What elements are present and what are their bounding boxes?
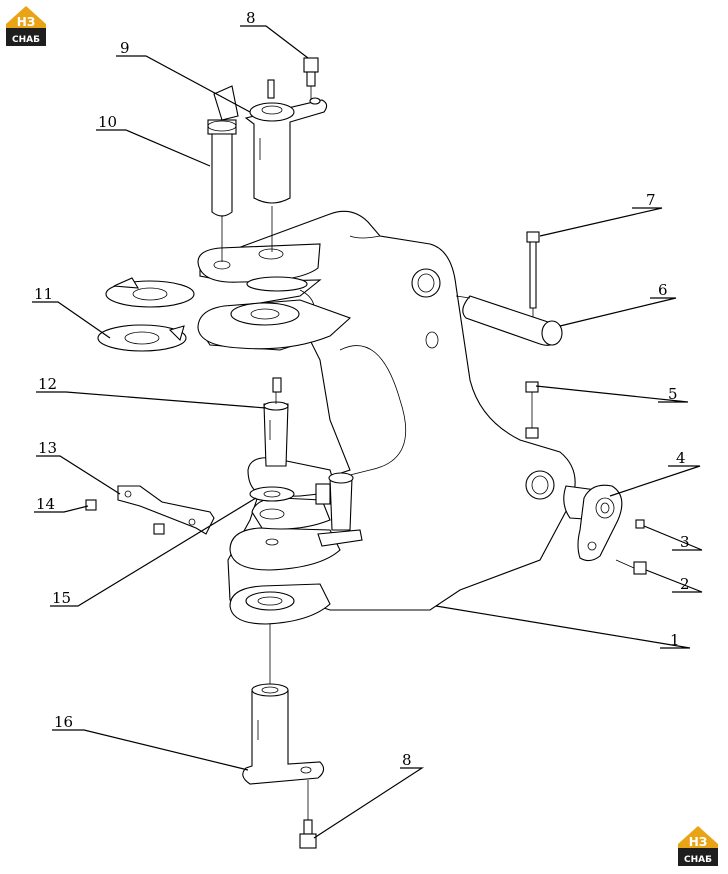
- callout-6: 6: [658, 281, 668, 299]
- callout-4: 4: [676, 449, 686, 467]
- callout-10: 10: [98, 113, 117, 131]
- callout-15: 15: [52, 589, 71, 607]
- nut-part-5: [525, 381, 539, 439]
- pin-part-6: [455, 295, 563, 346]
- logo-top-left: НЗ СНАБ: [6, 6, 46, 46]
- bolt-part-2: [615, 559, 647, 575]
- pin-part-4: [563, 484, 623, 562]
- lower-ear-plates: [229, 457, 341, 625]
- callout-11: 11: [34, 285, 53, 303]
- callout-16: 16: [54, 713, 73, 731]
- callout-5: 5: [668, 385, 678, 403]
- washer-part-3: [635, 519, 645, 529]
- logo-bottom-right: НЗ СНАБ: [678, 826, 718, 866]
- callout-13: 13: [38, 439, 57, 457]
- bolt-part-8-bottom: [299, 780, 317, 849]
- callout-8-bottom: 8: [402, 751, 412, 769]
- bolt-part-14: [85, 499, 165, 535]
- callout-2: 2: [680, 575, 690, 593]
- pin-part-16: [242, 683, 325, 785]
- sleeve-part-12: [263, 377, 289, 467]
- svg-text:НЗ: НЗ: [689, 835, 708, 849]
- bolt-part-8-top: [303, 57, 319, 100]
- callout-9: 9: [120, 39, 130, 57]
- svg-text:СНАБ: СНАБ: [684, 855, 712, 865]
- svg-text:СНАБ: СНАБ: [12, 35, 40, 45]
- callout-1: 1: [670, 631, 680, 649]
- pin-part-9: [244, 79, 328, 204]
- svg-text:НЗ: НЗ: [17, 15, 36, 29]
- callout-8-top: 8: [246, 9, 256, 27]
- callout-7: 7: [646, 191, 656, 209]
- pin-part-10: [207, 85, 239, 217]
- shim-part-11: [97, 276, 308, 352]
- callout-12: 12: [38, 375, 57, 393]
- callout-3: 3: [680, 533, 690, 551]
- callout-labels: 8 9 10 11 12 13 14 15 16 8 7 6 5 4 3 2 1: [34, 9, 690, 769]
- leader-lines: [32, 25, 703, 839]
- upper-ear-plates: [197, 243, 352, 350]
- callout-14: 14: [36, 495, 55, 513]
- inner-pin: [315, 472, 363, 547]
- assembly-axis-lines: [221, 206, 277, 684]
- bolt-part-7: [526, 231, 540, 326]
- bracket-part-13: [117, 485, 215, 535]
- washer-part-15: [249, 486, 295, 502]
